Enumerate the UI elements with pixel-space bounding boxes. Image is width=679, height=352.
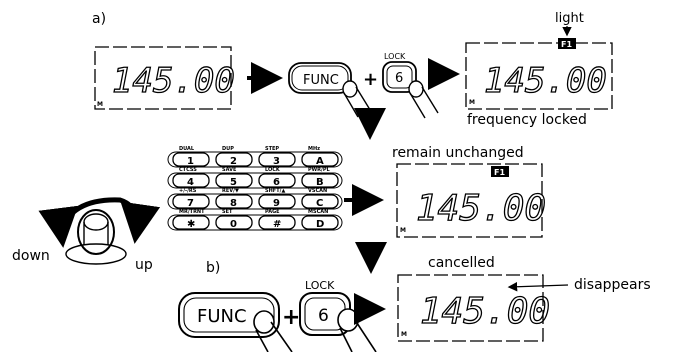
lock-six-button-b: LOCK 6 xyxy=(299,279,377,352)
frequency-locked-label: frequency locked xyxy=(467,112,587,128)
curved-arrow-icon xyxy=(38,197,161,248)
key-function-label: PWR/PL xyxy=(308,167,331,173)
keypad-row xyxy=(167,172,343,189)
remain-unchanged-label: remain unchanged xyxy=(392,145,524,161)
part-a-label: a) xyxy=(92,11,106,27)
light-label: light xyxy=(555,11,584,26)
mode-indicator: M xyxy=(97,101,103,108)
keypad-key xyxy=(215,194,253,209)
part-b-label: b) xyxy=(206,260,220,276)
key-function-label: DUAL xyxy=(179,146,195,152)
key-function-label: MR/TRNT xyxy=(179,209,205,215)
display-cancelled: 145.00 M xyxy=(397,274,551,342)
down-label: down xyxy=(12,248,50,264)
arrow-left-icon xyxy=(507,281,569,292)
keypad-row xyxy=(167,151,343,168)
keypad-key xyxy=(172,215,210,230)
plus-sign-b: + xyxy=(282,305,300,330)
keypad-key xyxy=(301,194,339,209)
keypad-key-label: B xyxy=(316,177,324,188)
keypad-key xyxy=(258,215,296,230)
keypad-key-label: D xyxy=(316,219,324,230)
keypad-key-label: 2 xyxy=(230,156,237,167)
display-unchanged-frequency: 145.00 xyxy=(416,188,546,229)
mode-indicator: M xyxy=(469,99,475,106)
six-key-a-label: 6 xyxy=(395,71,403,86)
keypad-row xyxy=(167,193,343,210)
func-button-a-label: FUNC xyxy=(303,73,339,88)
rotary-knob-icon xyxy=(65,209,127,265)
keypad-key xyxy=(215,215,253,230)
keypad-key-label: 5 xyxy=(230,177,237,188)
keypad-key-label: ✱ xyxy=(187,219,195,230)
key-function-label: SAVE xyxy=(222,167,237,173)
display-initial-frequency: 145.00 xyxy=(112,61,235,101)
func-button-b: FUNC xyxy=(178,292,293,352)
func-button-b-label: FUNC xyxy=(197,306,247,327)
keypad-key xyxy=(258,152,296,167)
mode-indicator: M xyxy=(401,331,407,338)
key-function-label: DUP xyxy=(222,146,234,152)
lock-indicator-icon xyxy=(558,38,576,49)
keypad-key-label: 0 xyxy=(230,219,237,230)
display-locked-frequency: 145.00 xyxy=(484,61,607,101)
keypad-key-label: 4 xyxy=(187,177,194,188)
keypad-key xyxy=(215,173,253,188)
plus-sign-a: + xyxy=(363,69,378,90)
lock-indicator-text: F1 xyxy=(561,40,572,49)
keypad-key xyxy=(301,152,339,167)
keypad-key-label: 9 xyxy=(273,198,280,209)
key-function-label: PAGE xyxy=(265,209,280,215)
finger-press-icon xyxy=(253,310,293,352)
func-button-a: FUNC xyxy=(288,62,373,118)
finger-press-icon xyxy=(408,80,439,119)
lock-label-b: LOCK xyxy=(305,279,335,292)
disappears-label: disappears xyxy=(574,277,651,293)
keypad-key-label: C xyxy=(316,198,323,209)
keypad-key-label: 3 xyxy=(273,156,280,167)
lock-six-button-a: LOCK 6 xyxy=(382,52,439,119)
keypad-key xyxy=(301,173,339,188)
keypad-key-label: 6 xyxy=(273,177,280,188)
key-function-label: VSCAN xyxy=(308,188,327,194)
keypad-key xyxy=(258,194,296,209)
keypad-key-label: A xyxy=(316,156,324,167)
display-locked: F1 145.00 M xyxy=(465,38,613,110)
keypad-row xyxy=(167,214,343,231)
lock-indicator-icon xyxy=(491,166,509,177)
keypad-key-label: # xyxy=(273,219,281,230)
key-function-label: MSCAN xyxy=(308,209,328,215)
key-function-label: REV/▼ xyxy=(222,188,239,194)
finger-press-icon xyxy=(337,308,377,352)
lock-indicator-text: F1 xyxy=(494,168,505,177)
key-function-label: SHFT/▲ xyxy=(265,188,285,194)
key-function-label: STEP xyxy=(265,146,279,152)
display-initial: 145.00 M xyxy=(94,46,235,110)
cancelled-label: cancelled xyxy=(428,255,495,271)
keypad-key-label: 8 xyxy=(230,198,237,209)
display-unchanged: F1 145.00 M xyxy=(396,163,547,238)
up-label: up xyxy=(135,257,153,273)
keypad-key-label: 1 xyxy=(187,156,194,167)
keypad-key xyxy=(172,152,210,167)
key-function-label: LOCK xyxy=(265,167,281,173)
key-function-label: CTCSS xyxy=(179,167,197,173)
lock-label-a: LOCK xyxy=(384,52,406,61)
key-function-label: +/-/RS xyxy=(179,188,197,194)
mode-indicator: M xyxy=(400,227,406,234)
keypad-key-label: 7 xyxy=(187,198,194,209)
keypad-key xyxy=(215,152,253,167)
six-key-b-label: 6 xyxy=(318,306,329,326)
key-function-label: SET xyxy=(222,209,233,215)
key-function-label: MHz xyxy=(308,146,320,152)
keypad-key xyxy=(172,194,210,209)
keypad-key xyxy=(172,173,210,188)
keypad-key xyxy=(258,173,296,188)
keypad-key xyxy=(301,215,339,230)
display-cancelled-frequency: 145.00 xyxy=(420,291,550,332)
